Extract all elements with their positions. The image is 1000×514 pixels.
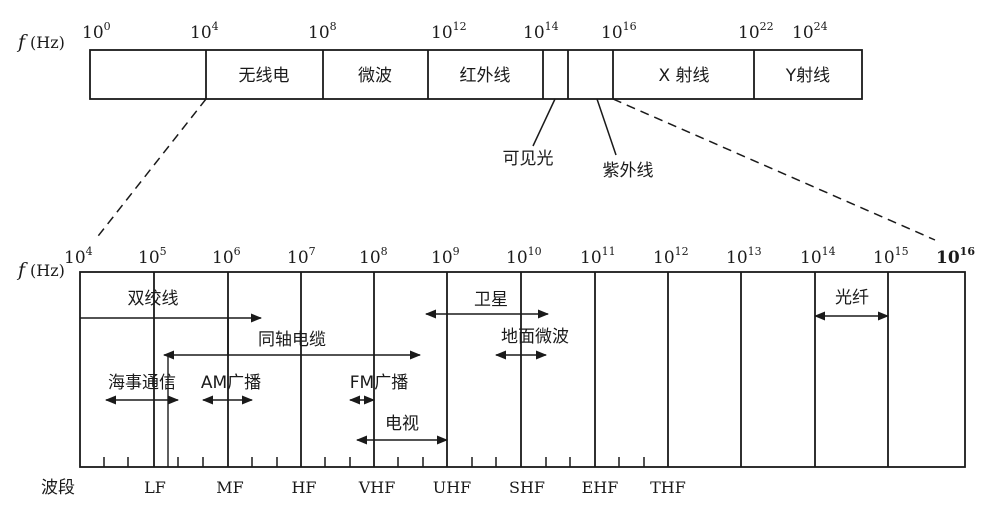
band-infrared: 红外线 xyxy=(460,66,511,86)
top-tick-1e14: 1014 xyxy=(523,20,559,43)
svg-text:f: f xyxy=(16,259,28,281)
band-name-row: 波段 LF MF HF VHF UHF SHF EHF THF xyxy=(41,478,686,498)
label-maritime: 海事通信 xyxy=(108,373,176,393)
bottom-minor-ticks xyxy=(103,457,645,467)
bottom-tick-1e7: 107 xyxy=(287,245,316,268)
bottom-tick-1e6: 106 xyxy=(212,245,241,268)
band-ehf: EHF xyxy=(582,478,619,497)
bottom-tick-1e11: 1011 xyxy=(580,245,616,268)
bottom-tick-1e16: 1016 xyxy=(936,245,975,268)
svg-text:(Hz): (Hz) xyxy=(30,261,65,280)
label-terrestrial-microwave: 地面微波 xyxy=(501,327,569,347)
band-vhf: VHF xyxy=(358,478,396,497)
band-mf: MF xyxy=(216,478,243,497)
top-tick-1e22: 1022 xyxy=(738,20,774,43)
bottom-axis-label: f (Hz) xyxy=(16,259,65,281)
band-radio: 无线电 xyxy=(239,66,290,86)
band-hf: HF xyxy=(291,478,316,497)
top-callouts: 可见光 紫外线 xyxy=(503,98,654,181)
bottom-tick-1e12: 1012 xyxy=(653,245,689,268)
top-tick-1e12: 1012 xyxy=(431,20,467,43)
top-tick-labels: 100 104 108 1012 1014 1016 1022 1024 xyxy=(82,20,828,43)
label-coax: 同轴电缆 xyxy=(258,330,326,350)
top-tick-1e0: 100 xyxy=(82,20,111,43)
band-uhf: UHF xyxy=(433,478,472,497)
top-tick-1e24: 1024 xyxy=(792,20,828,43)
label-fm: FM广播 xyxy=(350,373,408,393)
media-labels: 双绞线 同轴电缆 海事通信 AM广播 FM广播 电视 卫星 地面微波 光纤 xyxy=(108,288,869,434)
bottom-tick-1e15: 1015 xyxy=(873,245,909,268)
band-row-label: 波段 xyxy=(41,478,75,498)
band-gamma: Y射线 xyxy=(785,66,830,86)
band-thf: THF xyxy=(650,478,686,497)
bottom-tick-1e5: 105 xyxy=(138,245,167,268)
label-satellite: 卫星 xyxy=(474,290,508,310)
top-tick-1e4: 104 xyxy=(190,20,219,43)
top-band-box xyxy=(89,49,863,100)
top-axis-label: f (Hz) xyxy=(16,31,65,53)
bottom-tick-labels: 104 105 106 107 108 109 1010 1011 1012 1… xyxy=(64,245,975,268)
bottom-band-box xyxy=(79,271,966,468)
label-am: AM广播 xyxy=(201,373,261,393)
label-tv: 电视 xyxy=(385,414,419,434)
band-xray: X 射线 xyxy=(658,66,709,86)
zoom-dashed-lines xyxy=(94,98,936,241)
top-tick-1e8: 108 xyxy=(308,20,337,43)
band-microwave: 微波 xyxy=(358,66,392,86)
bottom-tick-1e13: 1013 xyxy=(726,245,762,268)
bottom-tick-1e10: 1010 xyxy=(506,245,542,268)
svg-text:f: f xyxy=(16,31,28,53)
callout-visible: 可见光 xyxy=(503,149,554,169)
bottom-tick-1e14: 1014 xyxy=(800,245,836,268)
label-fiber: 光纤 xyxy=(835,288,869,308)
top-tick-1e16: 1016 xyxy=(601,20,637,43)
bottom-tick-1e9: 109 xyxy=(431,245,460,268)
svg-text:(Hz): (Hz) xyxy=(30,33,65,52)
label-twisted-pair: 双绞线 xyxy=(128,289,179,309)
band-shf: SHF xyxy=(509,478,545,497)
arrow-coax xyxy=(162,318,229,360)
bottom-tick-1e4: 104 xyxy=(64,245,93,268)
callout-ultraviolet: 紫外线 xyxy=(603,161,654,181)
band-lf: LF xyxy=(144,478,166,497)
media-arrows xyxy=(80,309,890,445)
top-band-labels: 无线电 微波 红外线 X 射线 Y射线 xyxy=(239,66,831,86)
bottom-tick-1e8: 108 xyxy=(359,245,388,268)
